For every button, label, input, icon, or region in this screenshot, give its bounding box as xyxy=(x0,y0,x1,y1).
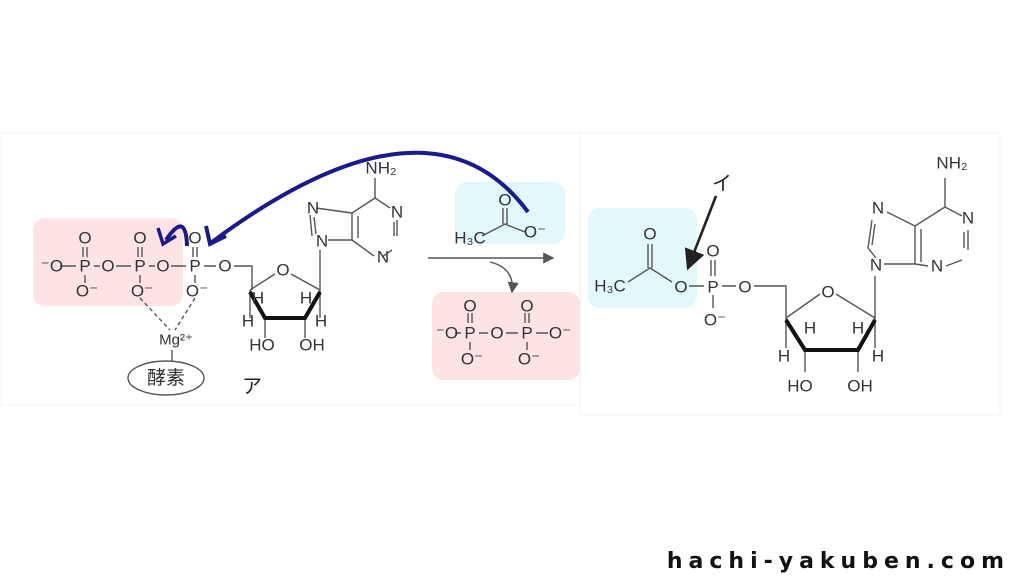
atom-label-n: N xyxy=(307,199,319,218)
atom-label-h: H xyxy=(252,289,264,308)
atom-label-n: N xyxy=(377,248,389,267)
atom-label-n: N xyxy=(931,257,943,276)
atom-label-h: H xyxy=(242,312,254,331)
atom-label-o: O xyxy=(101,257,114,276)
atom-label-ho: HO xyxy=(787,377,813,396)
atom-label-ho: HO xyxy=(249,336,275,355)
atom-label-o-minus: O⁻ xyxy=(76,282,98,301)
atom-label-h: H xyxy=(300,289,312,308)
atom-label-h: H xyxy=(872,347,884,366)
atom-label-o: O xyxy=(276,261,289,280)
acetyl-group-highlight xyxy=(588,208,697,308)
atom-label-minus-o: ⁻O xyxy=(41,257,63,276)
atom-label-o: O xyxy=(498,191,511,210)
released-pyrophosphate-highlight xyxy=(432,292,580,380)
atom-label-o: O xyxy=(156,257,169,276)
site-watermark: hachi-yakuben.com xyxy=(666,549,1010,574)
label-a: ア xyxy=(242,374,262,398)
atom-label-o: O xyxy=(188,229,201,248)
atom-label-o: O xyxy=(218,257,231,276)
arrowhead-icon xyxy=(156,227,177,247)
atom-label-h: H xyxy=(778,347,790,366)
atom-label-n: N xyxy=(391,203,403,222)
atom-label-h: H xyxy=(852,319,864,338)
atom-label-oh: OH xyxy=(299,336,325,355)
atom-label-nh2: NH₂ xyxy=(365,159,396,178)
chemical-bonds xyxy=(60,178,969,396)
label-i: イ xyxy=(712,171,732,195)
atom-label-h: H xyxy=(804,319,816,338)
atom-label-h: H xyxy=(315,312,327,331)
atom-label-o: O xyxy=(520,297,533,316)
atom-label-o-minus: O⁻ xyxy=(131,282,153,301)
atom-label-p: P xyxy=(521,324,532,343)
atom-label-o-minus: O⁻ xyxy=(549,324,571,343)
atom-label-o: O xyxy=(643,225,656,244)
atom-label-o: O xyxy=(463,297,476,316)
atom-label-h3c: H₃C xyxy=(594,277,625,296)
atom-label-p: P xyxy=(707,278,718,297)
atom-label-o-minus: O⁻ xyxy=(524,223,546,242)
enzyme-ellipse xyxy=(127,360,205,396)
atom-label-h3c: H₃C xyxy=(454,229,485,248)
electron-shift-arrow xyxy=(164,224,189,247)
pyrophosphate-highlight xyxy=(33,218,183,306)
magnesium-ion: Mg²⁺ xyxy=(159,332,193,349)
atom-label-p: P xyxy=(134,257,145,276)
atom-label-o: O xyxy=(738,278,751,297)
atom-label-n: N xyxy=(870,256,882,275)
atom-label-o: O xyxy=(821,283,834,302)
atom-label-p: P xyxy=(79,257,90,276)
atom-label-o: O xyxy=(706,242,719,261)
atom-label-n: N xyxy=(962,209,974,228)
atom-label-n: N xyxy=(316,232,328,251)
atom-label-o-minus: O⁻ xyxy=(518,350,540,369)
atom-label-o: O xyxy=(133,229,146,248)
atom-label-o: O xyxy=(78,229,91,248)
atom-label-n: N xyxy=(872,199,884,218)
arrowhead-icon xyxy=(204,225,227,247)
atom-label-nh2: NH₂ xyxy=(936,154,967,173)
atom-label-minus-o: ⁻O xyxy=(436,324,458,343)
atom-label-oh: OH xyxy=(847,377,873,396)
nucleophilic-attack-arrow xyxy=(210,150,530,244)
atom-label-o: O xyxy=(490,324,503,343)
atom-label-p: P xyxy=(464,324,475,343)
atom-label-o-minus: O⁻ xyxy=(186,282,208,301)
atom-label-p: P xyxy=(189,257,200,276)
atom-label-o: O xyxy=(674,278,687,297)
acetate-highlight xyxy=(455,182,565,244)
atom-label-o-minus: O⁻ xyxy=(704,311,726,330)
enzyme-label: 酵素 xyxy=(147,367,185,389)
atom-label-o-minus: O⁻ xyxy=(461,350,483,369)
